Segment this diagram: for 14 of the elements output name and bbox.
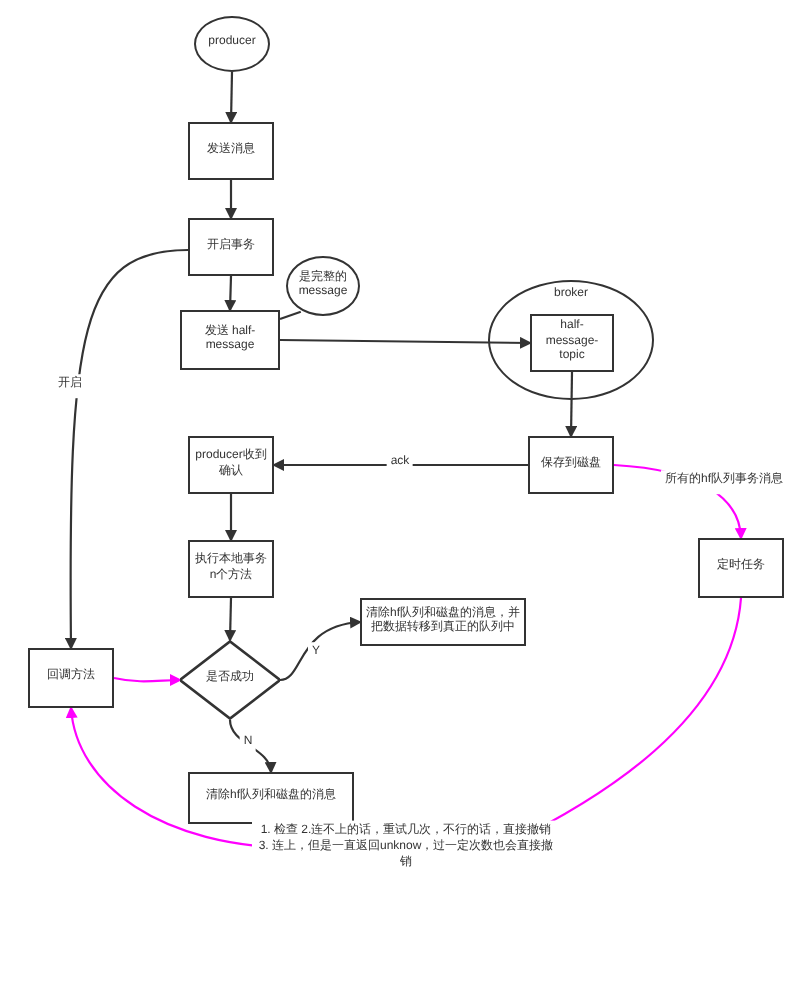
arrow: [225, 71, 238, 124]
arrow: [224, 275, 237, 312]
arrow: [272, 459, 528, 471]
bubble-tail: [279, 310, 302, 321]
arrow: [113, 674, 182, 687]
arrow: [228, 719, 276, 774]
arrow: [565, 372, 578, 438]
arrow: [280, 336, 532, 349]
arrow: [224, 597, 237, 642]
arrow: [64, 248, 189, 650]
group-ellipse: [488, 280, 654, 400]
arrow: [279, 617, 362, 682]
arrow: [225, 180, 237, 220]
arrow: [225, 494, 237, 542]
